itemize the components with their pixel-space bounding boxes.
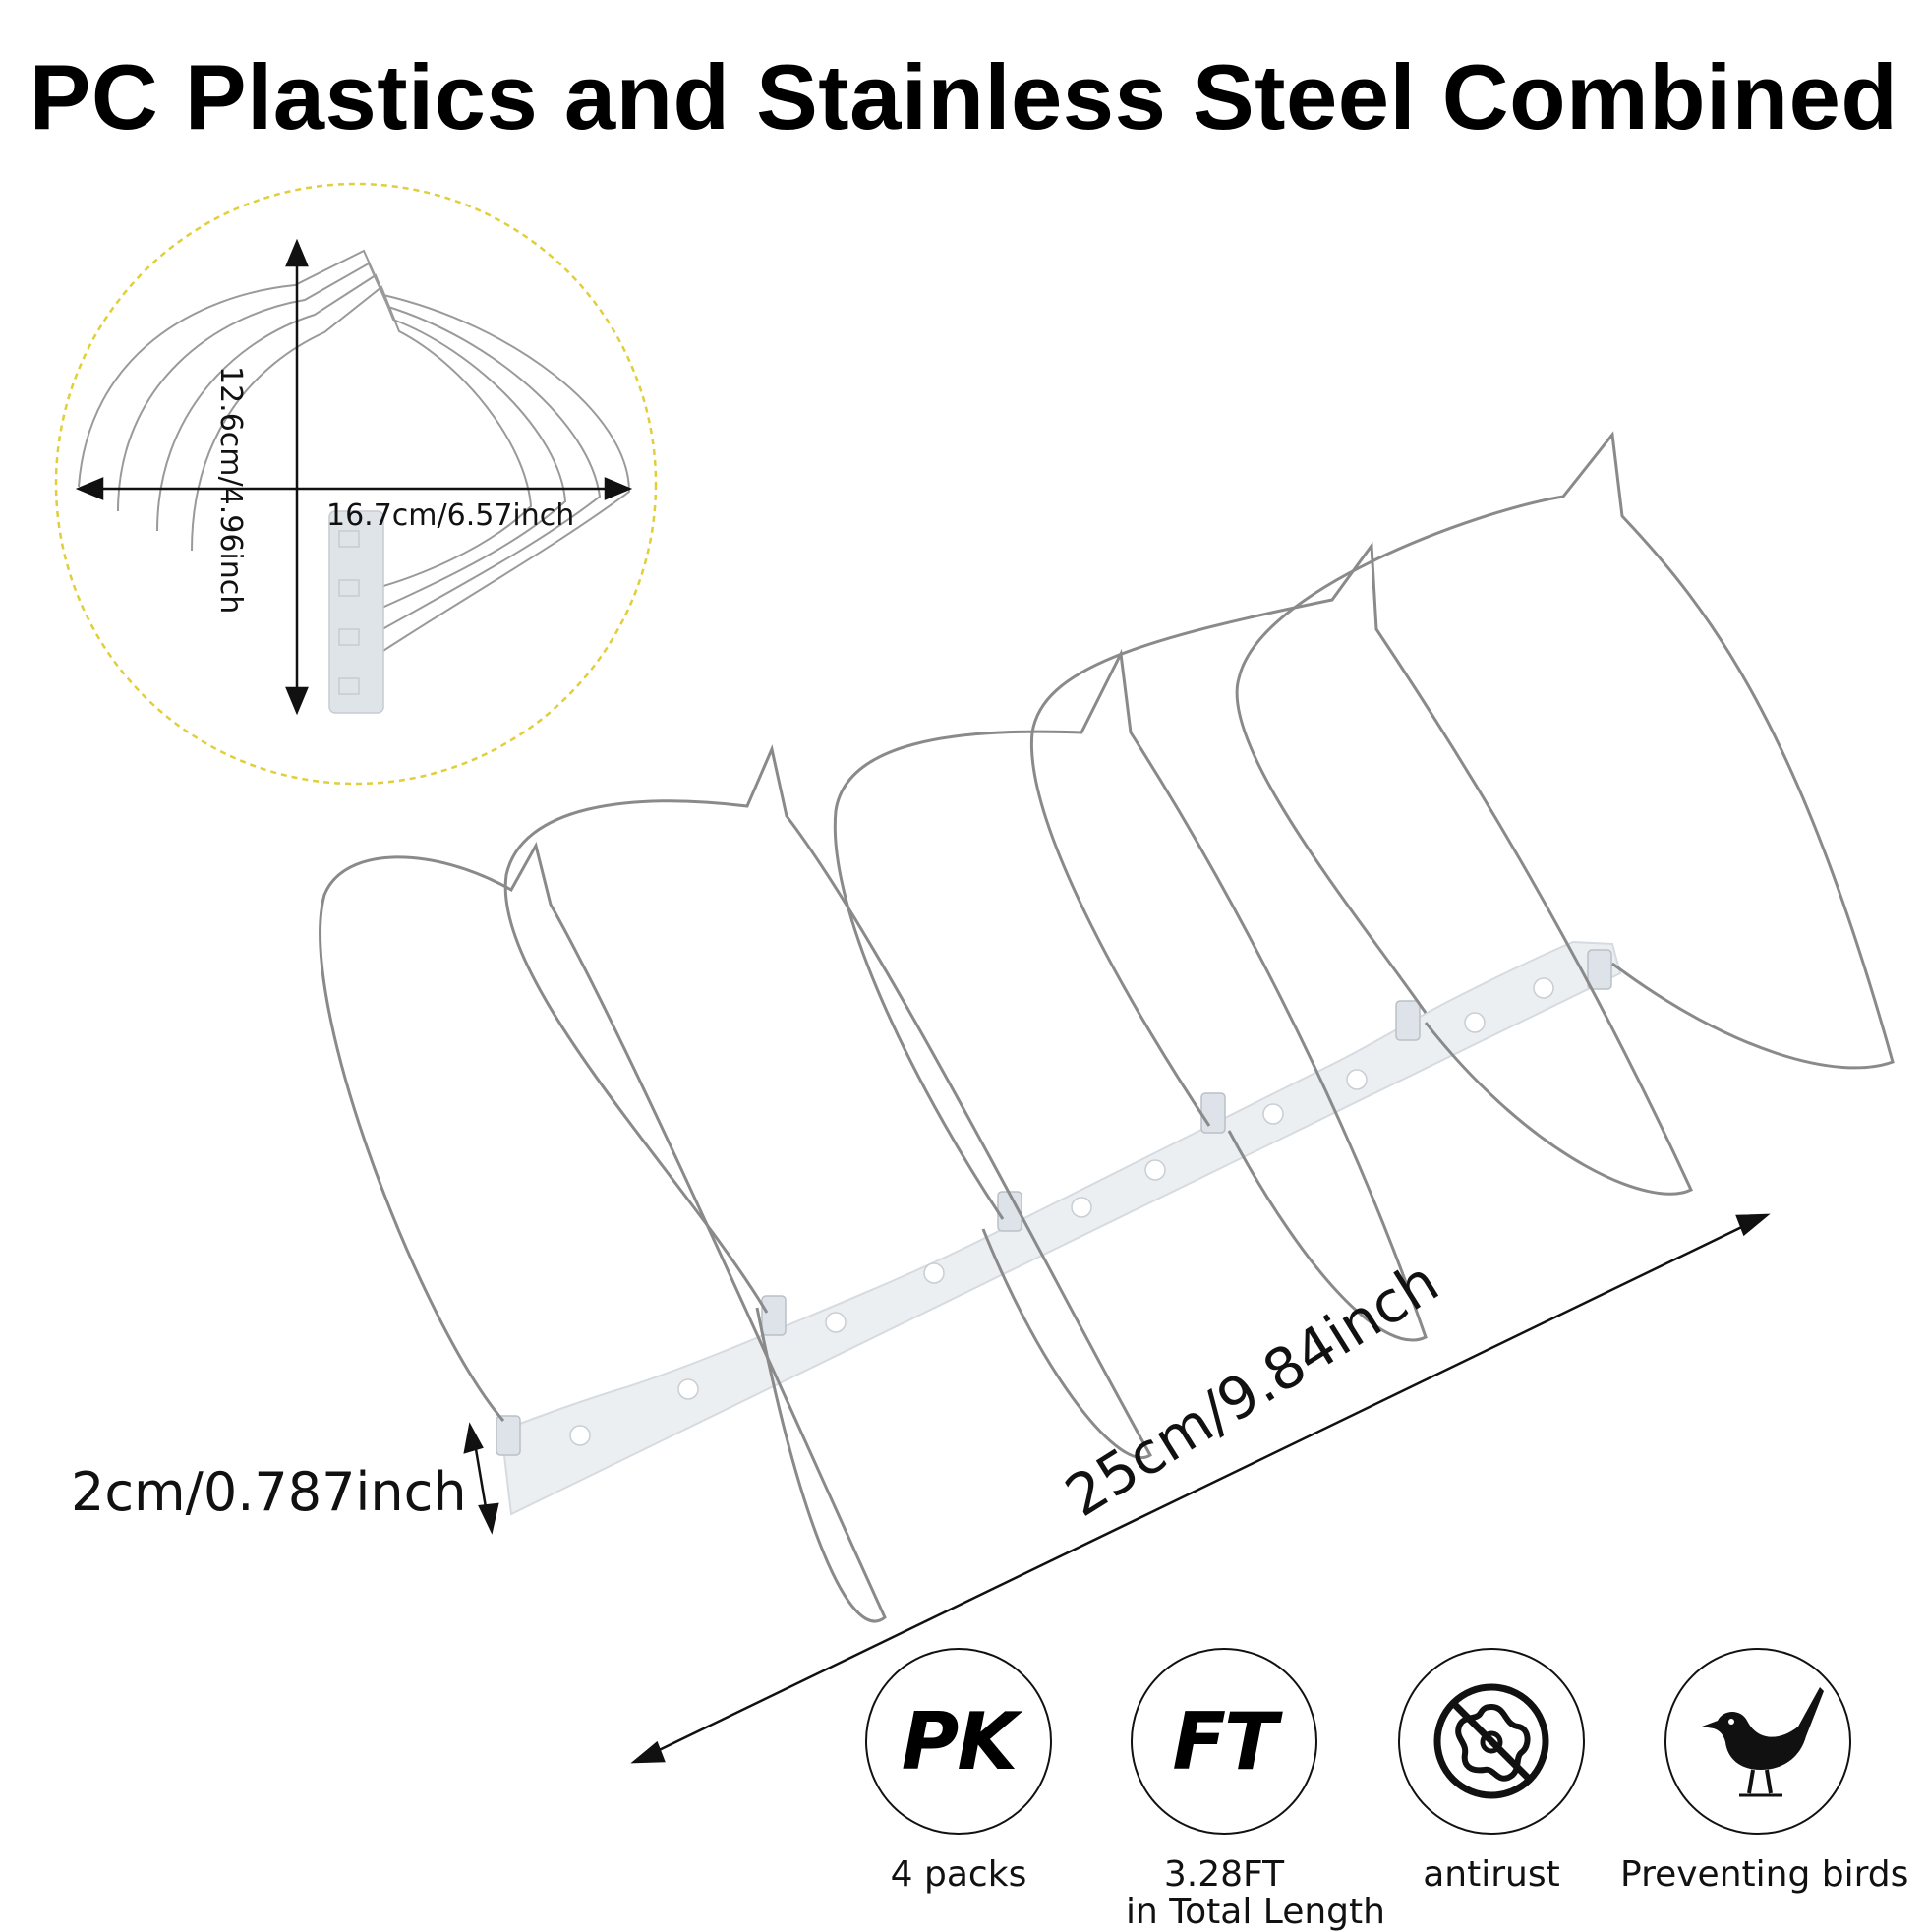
plastic-strip: [496, 940, 1622, 1516]
inset-width-label: 16.7cm/6.57inch: [326, 498, 575, 533]
bird-icon: [1702, 1687, 1824, 1797]
feature-packs: PK 4 packs: [860, 1648, 1057, 1894]
feature-label-sub: in Total Length: [1126, 1891, 1385, 1932]
feature-birds: Preventing birds: [1620, 1648, 1908, 1894]
feature-label-main: 3.28FT: [1163, 1854, 1285, 1895]
feature-label: 3.28FT in Total Length: [1126, 1854, 1385, 1932]
ft-badge-text: FT: [1172, 1695, 1277, 1787]
pk-badge: PK: [865, 1648, 1052, 1835]
inset-height-label: 12.6cm/4.96inch: [213, 366, 248, 615]
feature-label: Preventing birds: [1620, 1854, 1909, 1895]
strip-width-label: 2cm/0.787inch: [71, 1461, 467, 1523]
steel-wires: [319, 431, 1895, 1623]
feature-label: antirust: [1423, 1854, 1560, 1895]
antirust-badge: [1398, 1648, 1585, 1835]
feature-length: FT 3.28FT in Total Length: [1126, 1648, 1385, 1932]
page-title: PC Plastics and Stainless Steel Combined: [29, 45, 1898, 148]
feature-label: 4 packs: [890, 1854, 1027, 1895]
strip-length-arrow: [630, 1213, 1771, 1764]
antirust-icon: [1433, 1683, 1549, 1799]
bird-badge: [1664, 1648, 1851, 1835]
ft-badge: FT: [1131, 1648, 1317, 1835]
strip-width-arrow: [463, 1422, 499, 1535]
inset-view: [54, 182, 658, 786]
pk-badge-text: PK: [901, 1695, 1019, 1787]
feature-antirust: antirust: [1393, 1648, 1590, 1894]
